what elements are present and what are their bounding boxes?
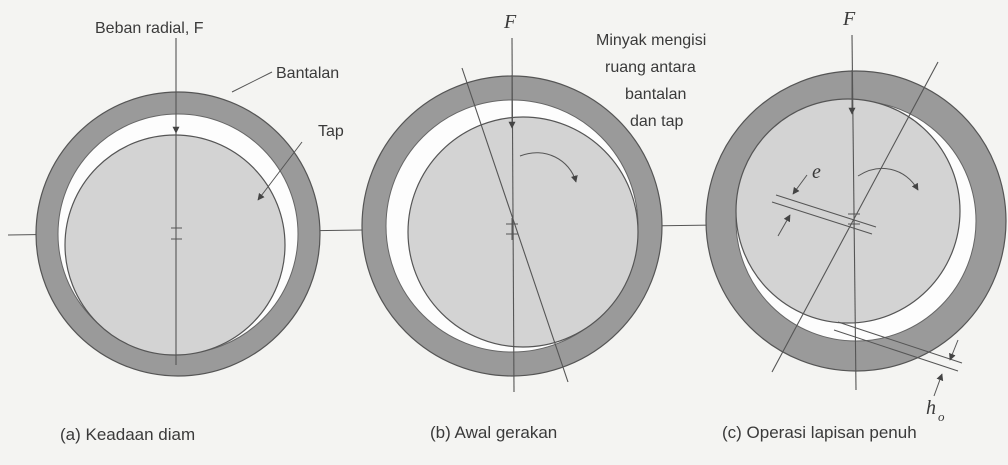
caption-a: (a) Keadaan diam <box>60 425 195 444</box>
oil-note-line1: Minyak mengisi <box>596 32 706 49</box>
center-mark-c <box>848 208 860 230</box>
journal-b <box>407 116 639 348</box>
film-thickness-sub: o <box>938 409 945 424</box>
film-thickness-label: h <box>926 397 936 419</box>
radial-load-label: Beban radial, F <box>95 20 204 37</box>
film-arrow-bottom <box>933 373 944 397</box>
figure-a-rest: Beban radial, F Bantalan Tap (a) Keadaan… <box>35 20 344 444</box>
figure-b-start: F (b) Awal gerakan <box>361 11 663 442</box>
eccentricity-arrow-2 <box>777 214 791 237</box>
center-mark-a <box>171 225 182 245</box>
journal-c <box>735 98 961 324</box>
journal-leader <box>257 141 303 201</box>
force-label-c: F <box>842 8 856 30</box>
force-label-b: F <box>503 11 517 33</box>
film-line-1 <box>837 321 963 364</box>
oil-note-line2: ruang antara <box>605 59 696 76</box>
eccentricity-label: e <box>812 161 821 183</box>
figure-c-full-film: e h o F Minyak mengisi ruang antara bant… <box>596 8 1007 442</box>
eccentricity-arrow-1 <box>792 174 808 195</box>
journal-label: Tap <box>318 123 344 140</box>
film-arrow-top <box>949 339 959 361</box>
eccentricity-line-2 <box>771 201 873 235</box>
bearing-leader <box>231 71 273 93</box>
rotation-arrow-c <box>857 168 919 191</box>
caption-b: (b) Awal gerakan <box>430 423 557 442</box>
tilted-axis-b <box>461 67 569 383</box>
tilted-axis-c <box>771 61 939 373</box>
bearing-label: Bantalan <box>276 65 339 82</box>
oil-note-line3: bantalan <box>625 86 686 103</box>
center-mark-b <box>506 218 518 240</box>
journal-a <box>64 134 286 356</box>
film-line-2 <box>833 329 959 372</box>
eccentricity-line-1 <box>775 194 877 228</box>
rotation-arrow-b <box>519 152 578 183</box>
caption-c: (c) Operasi lapisan penuh <box>722 423 917 442</box>
oil-note-line4: dan tap <box>630 113 683 130</box>
